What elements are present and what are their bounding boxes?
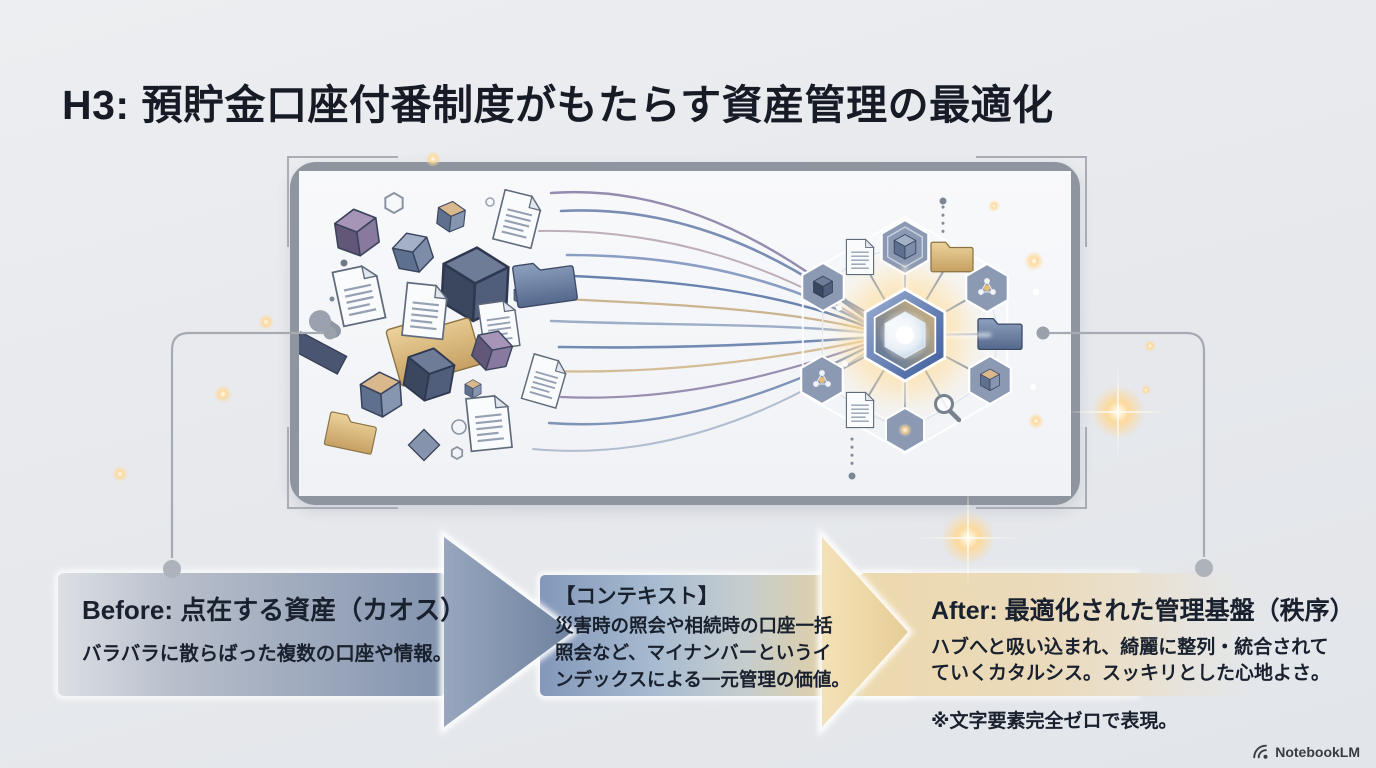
sparkle-icon xyxy=(1141,385,1151,395)
context-section: 【コンテキスト】 災害時の照会や相続時の口座一括 照会など、マイナンバーというイ… xyxy=(555,579,885,693)
satellite-node xyxy=(969,356,1011,404)
notebooklm-brand: NotebookLM xyxy=(1252,743,1360,760)
after-section: After: 最適化された管理基盤（秩序） ハブへと吸い込まれ、綺麗に整列・統合… xyxy=(931,591,1361,686)
chaos-to-order-illustration xyxy=(299,171,1071,496)
circle-accent xyxy=(485,197,495,207)
dot-accent xyxy=(329,296,335,302)
satellite-node xyxy=(886,408,924,452)
sparkle-icon xyxy=(112,466,128,482)
context-body: 災害時の照会や相続時の口座一括 照会など、マイナンバーというイ ンデックスによる… xyxy=(555,615,850,690)
context-heading: 【コンテキスト】 xyxy=(555,585,719,608)
before-after-arrow xyxy=(55,526,1254,738)
satellite-node xyxy=(966,264,1008,312)
circle-accent xyxy=(451,419,467,435)
sparkle-icon xyxy=(258,314,274,330)
document-icon xyxy=(400,281,450,341)
document-icon xyxy=(845,238,875,276)
page-title: H3: 預貯金口座付番制度がもたらす資産管理の最適化 xyxy=(62,82,1054,129)
sparkle-icon xyxy=(214,385,232,403)
satellite-node xyxy=(801,356,843,404)
brand-label: NotebookLM xyxy=(1275,743,1360,760)
after-band xyxy=(862,573,1254,696)
after-heading: After: 最適化された管理基盤（秩序） xyxy=(931,597,1355,625)
sparkle-icon xyxy=(1028,413,1044,429)
illustration-frame xyxy=(290,162,1080,505)
before-band xyxy=(58,573,446,696)
footnote: ※文字要素完全ゼロで表現。 xyxy=(931,706,1361,733)
sparkle-icon xyxy=(988,200,1000,212)
notebooklm-logo-icon xyxy=(1253,744,1268,759)
satellite-node xyxy=(802,263,844,311)
hub-hexagon-icon xyxy=(819,263,991,407)
dot-accent xyxy=(340,259,348,267)
diamond-shape xyxy=(407,428,441,462)
before-description: バラバラに散らばった複数の口座や情報。 xyxy=(82,643,453,665)
dotted-trails xyxy=(850,205,945,471)
after-description: ハブへと吸い込まれ、綺麗に整列・統合されて ていくカタルシス。スッキリとした心地… xyxy=(931,637,1331,684)
chaos-arrowhead xyxy=(444,537,572,727)
before-section: Before: 点在する資産（カオス） バラバラに散らばった複数の口座や情報。 xyxy=(82,590,512,666)
order-network xyxy=(801,198,1044,480)
sparkle-icon xyxy=(1024,251,1044,271)
glow-dot xyxy=(898,423,912,437)
sparkle-icon xyxy=(1144,340,1156,352)
before-heading: Before: 点在する資産（カオス） xyxy=(82,595,467,625)
sparkle-icon xyxy=(1091,385,1145,439)
order-arrowhead xyxy=(822,537,908,727)
footnote-text: ※文字要素完全ゼロで表現。 xyxy=(931,711,1178,732)
document-icon xyxy=(845,391,875,429)
